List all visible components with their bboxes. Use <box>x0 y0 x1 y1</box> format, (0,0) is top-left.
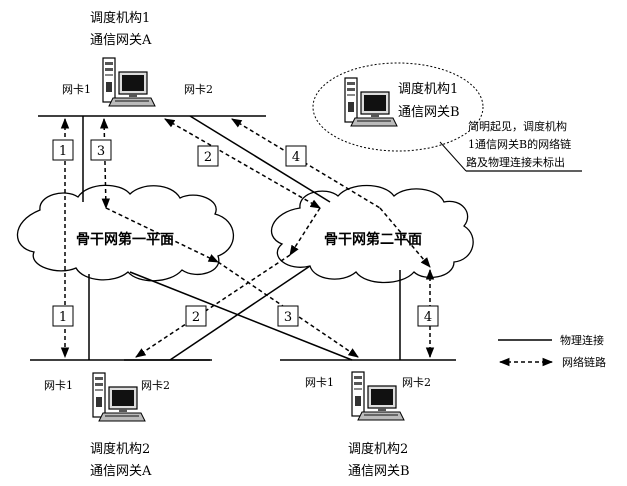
top-a-line1: 调度机构1 <box>90 10 150 26</box>
bottom-b-line2: 通信网关B <box>348 464 410 479</box>
scope-ellipse <box>312 62 484 152</box>
cloud-plane1: 骨干网第一平面 <box>16 184 235 282</box>
top-a-line2: 通信网关A <box>90 33 152 48</box>
note-line3: 路及物理连接未标出 <box>466 155 565 169</box>
legend: 物理连接 网络链路 <box>498 333 606 369</box>
bottom-b-nic1: 网卡1 <box>305 376 334 389</box>
label-box <box>52 139 74 161</box>
label-top-1: 1 <box>59 144 67 159</box>
note-leader <box>439 141 467 172</box>
bottom-b-line1: 调度机构2 <box>348 441 408 457</box>
bottom-b-nic2: 网卡2 <box>402 376 431 389</box>
label-bottom-1: 1 <box>59 310 67 325</box>
note-line1: 简明起见，调度机构 <box>468 119 567 133</box>
label-box <box>285 145 307 167</box>
label-box <box>185 305 207 327</box>
label-box <box>90 139 112 161</box>
network-links <box>60 117 435 359</box>
computer-icon <box>102 57 156 107</box>
top-b-line2: 通信网关B <box>398 105 460 120</box>
label-top-3: 3 <box>97 144 105 159</box>
legend-network: 网络链路 <box>562 355 606 369</box>
cloud-plane2: 骨干网第二平面 <box>270 184 474 284</box>
label-box <box>52 305 74 327</box>
legend-physical: 物理连接 <box>560 333 604 347</box>
cloud-plane2-label: 骨干网第二平面 <box>324 231 422 248</box>
bottom-a-nic2: 网卡2 <box>141 379 170 392</box>
cloud-plane1-label: 骨干网第一平面 <box>76 231 174 248</box>
top-a-nic1: 网卡1 <box>62 83 91 96</box>
bottom-gateway-b: 网卡1 网卡2 调度机构2 通信网关B <box>305 371 431 479</box>
label-bottom-2: 2 <box>192 310 200 325</box>
link-labels: 1 3 2 4 1 2 3 4 <box>52 139 439 327</box>
top-gateway-b: 调度机构1 通信网关B <box>312 62 484 152</box>
top-gateway-a: 调度机构1 通信网关A 网卡1 网卡2 <box>62 10 213 107</box>
computer-icon <box>344 77 398 127</box>
label-bottom-3: 3 <box>284 310 292 325</box>
computer-icon <box>351 371 405 421</box>
label-bottom-4: 4 <box>424 310 432 325</box>
label-box <box>277 305 299 327</box>
note-line2: 1通信网关B的网络链 <box>468 137 571 151</box>
bottom-a-line2: 通信网关A <box>90 464 152 479</box>
bottom-a-nic1: 网卡1 <box>44 379 73 392</box>
computer-icon <box>92 372 146 422</box>
label-box <box>197 145 219 167</box>
label-box <box>417 305 439 327</box>
label-top-2: 2 <box>204 150 212 165</box>
top-a-nic2: 网卡2 <box>184 83 213 96</box>
bottom-gateway-a: 网卡1 网卡2 调度机构2 通信网关A <box>44 372 170 479</box>
top-b-line1: 调度机构1 <box>398 81 458 97</box>
note: 简明起见，调度机构 1通信网关B的网络链 路及物理连接未标出 <box>439 119 582 172</box>
bottom-a-line1: 调度机构2 <box>90 441 150 457</box>
label-top-4: 4 <box>292 150 300 165</box>
